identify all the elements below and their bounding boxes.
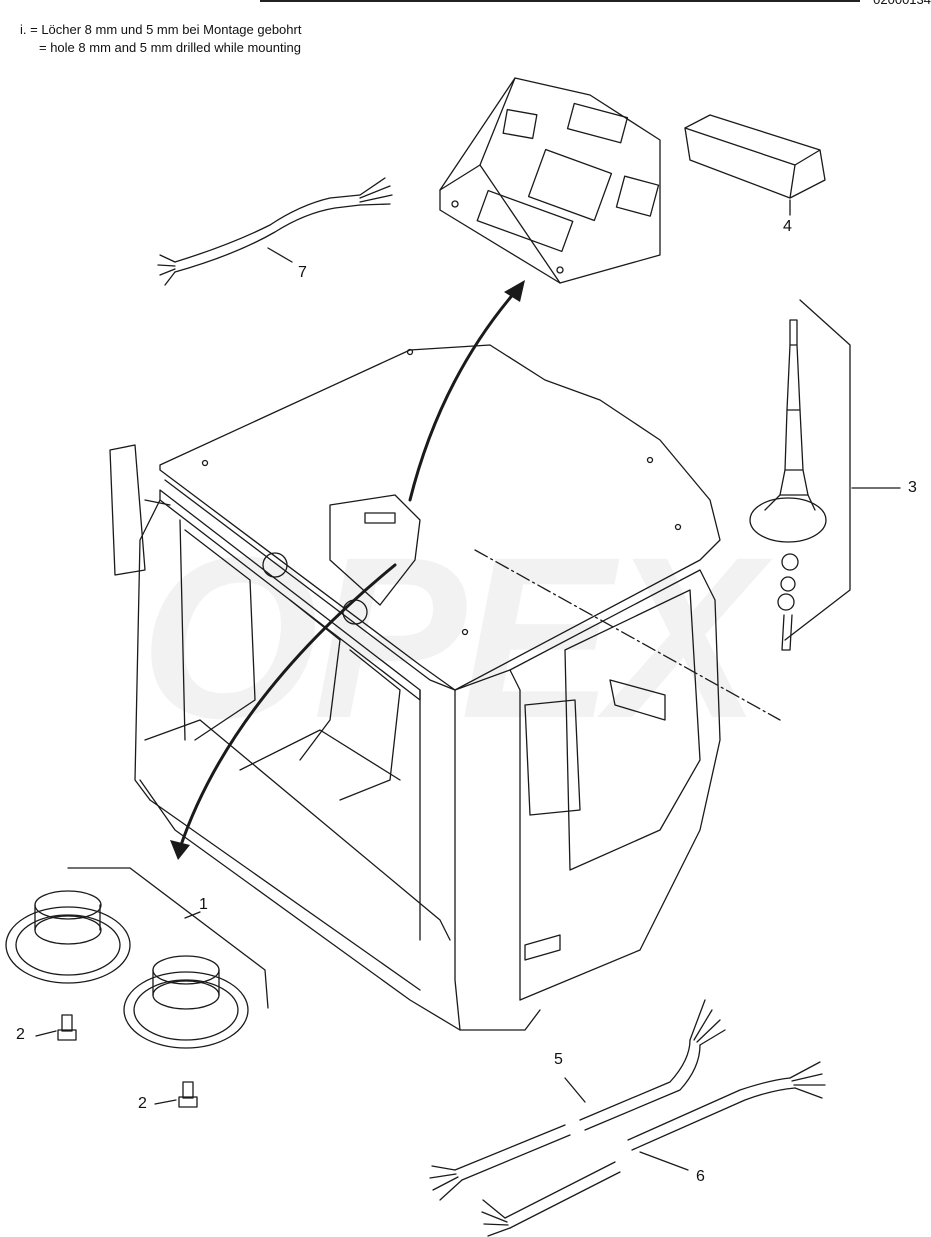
speaker-right	[123, 955, 249, 1049]
callout-7: 7	[298, 264, 307, 281]
leader-6	[639, 1151, 689, 1171]
callout-6: 6	[696, 1168, 705, 1185]
bracket-1	[67, 867, 269, 1009]
bracket-3	[784, 299, 851, 641]
panel-cover	[439, 77, 661, 284]
callout-2b: 2	[138, 1095, 147, 1112]
note-line-de: i. = Löcher 8 mm und 5 mm bei Montage ge…	[20, 22, 302, 37]
cab-body	[109, 344, 721, 1031]
leader-5	[564, 1077, 586, 1103]
callout-2a: 2	[16, 1026, 25, 1043]
antenna-centerline	[474, 549, 781, 721]
note-line-en: = hole 8 mm and 5 mm drilled while mount…	[39, 40, 301, 55]
callout-5: 5	[554, 1051, 563, 1068]
cable-5	[429, 999, 726, 1201]
control-box	[684, 114, 826, 199]
leader-1	[184, 911, 201, 919]
mounting-note: i. = Löcher 8 mm und 5 mm bei Montage ge…	[20, 21, 301, 57]
arrow-heads	[170, 280, 525, 860]
screw-a	[57, 1014, 77, 1041]
cable-harness-7	[157, 177, 393, 286]
callout-4: 4	[783, 218, 792, 235]
callout-3: 3	[908, 479, 917, 496]
antenna	[749, 319, 827, 651]
leader-7	[267, 247, 293, 263]
callout-1: 1	[199, 896, 208, 913]
speaker-left	[5, 890, 131, 984]
drawing-number: 02000134	[873, 0, 931, 7]
header-rule	[260, 0, 860, 2]
assembly-arrows	[178, 290, 517, 850]
leader-2a	[35, 1030, 57, 1037]
screw-b	[178, 1081, 198, 1108]
cable-6	[481, 1061, 826, 1237]
leader-2b	[154, 1099, 177, 1105]
